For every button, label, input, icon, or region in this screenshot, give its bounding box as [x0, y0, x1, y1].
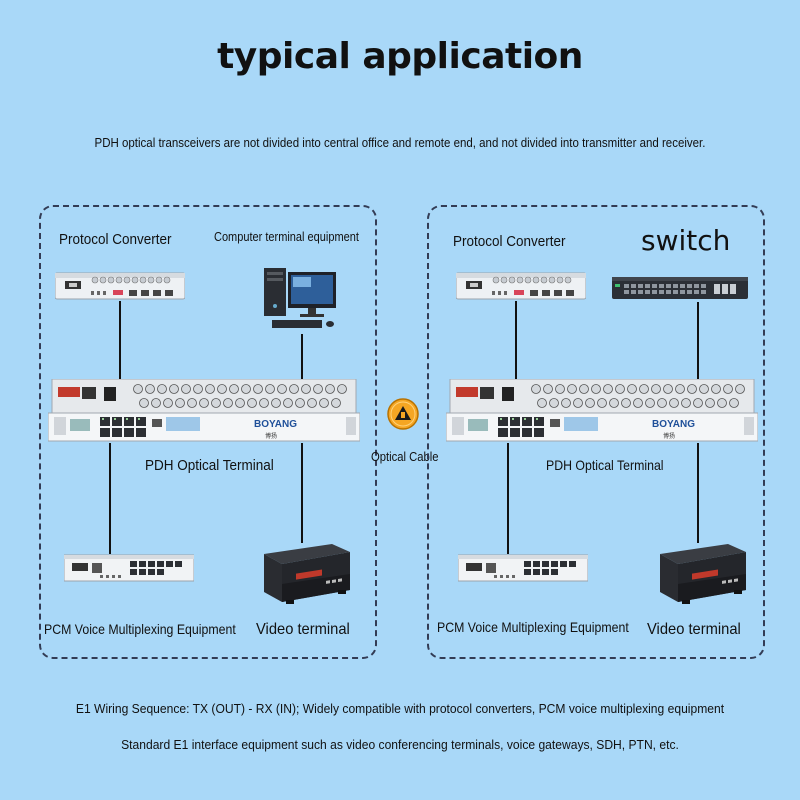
page-subtitle: PDH optical transceivers are not divided…: [94, 136, 706, 150]
right-switch-device: [612, 274, 748, 302]
left-wire-pdh-video: [301, 443, 303, 543]
right-protocol-converter-label: Protocol Converter: [453, 233, 566, 250]
left-protocol-converter-device: [55, 271, 185, 301]
left-video-label: Video terminal: [256, 621, 350, 638]
left-pcm-label: PCM Voice Multiplexing Equipment: [44, 621, 236, 637]
right-pdh-label: PDH Optical Terminal: [546, 457, 664, 473]
left-wire-converter-pdh: [119, 301, 121, 381]
right-pdh-brand: BOYANG: [652, 419, 695, 430]
left-pdh-brand: BOYANG: [254, 419, 297, 430]
left-pcm-device: [64, 551, 194, 585]
right-video-label: Video terminal: [647, 621, 741, 638]
right-pdh-brand-sub: 博扬: [663, 434, 676, 440]
right-switch-label: switch: [641, 224, 731, 257]
right-wire-pdh-video: [697, 443, 699, 543]
right-site-panel: [427, 205, 765, 659]
footer-line-1: E1 Wiring Sequence: TX (OUT) - RX (IN); …: [75, 701, 725, 716]
left-pdh-label: PDH Optical Terminal: [145, 457, 274, 474]
optical-cable-icon: [387, 398, 419, 430]
left-pdh-optical-terminal: BOYANG 博扬: [48, 379, 360, 443]
right-wire-pdh-pcm: [507, 443, 509, 554]
left-wire-computer-pdh: [301, 334, 303, 381]
right-wire-converter-pdh: [515, 301, 517, 381]
right-wire-switch-pdh: [697, 302, 699, 381]
optical-cable-label: Optical Cable: [371, 450, 439, 464]
right-pcm-device: [458, 551, 588, 585]
left-site-panel: [39, 205, 377, 659]
left-video-device: [256, 540, 352, 614]
right-pdh-optical-terminal: BOYANG 博扬: [446, 379, 758, 443]
right-pcm-label: PCM Voice Multiplexing Equipment: [437, 619, 629, 635]
right-protocol-converter-device: [456, 271, 586, 301]
left-computer-device: [262, 264, 342, 334]
right-video-device: [652, 540, 748, 614]
left-protocol-converter-label: Protocol Converter: [59, 231, 172, 248]
footer-line-2: Standard E1 interface equipment such as …: [121, 737, 679, 752]
left-wire-pdh-pcm: [109, 443, 111, 554]
page-title: typical application: [217, 36, 583, 77]
left-computer-label: Computer terminal equipment: [214, 230, 359, 244]
left-pdh-brand-sub: 博扬: [265, 434, 278, 440]
